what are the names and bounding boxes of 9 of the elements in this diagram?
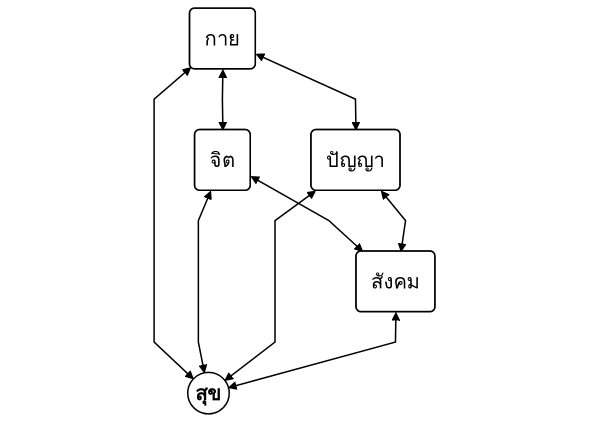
arrow — [224, 190, 316, 381]
arrow — [198, 190, 212, 374]
node-circle: สุข — [186, 372, 230, 415]
arrow — [250, 176, 364, 252]
arrow — [256, 53, 360, 130]
arrow — [153, 67, 194, 380]
arrow — [228, 312, 400, 390]
arrow — [380, 190, 407, 252]
arrow — [218, 69, 228, 130]
